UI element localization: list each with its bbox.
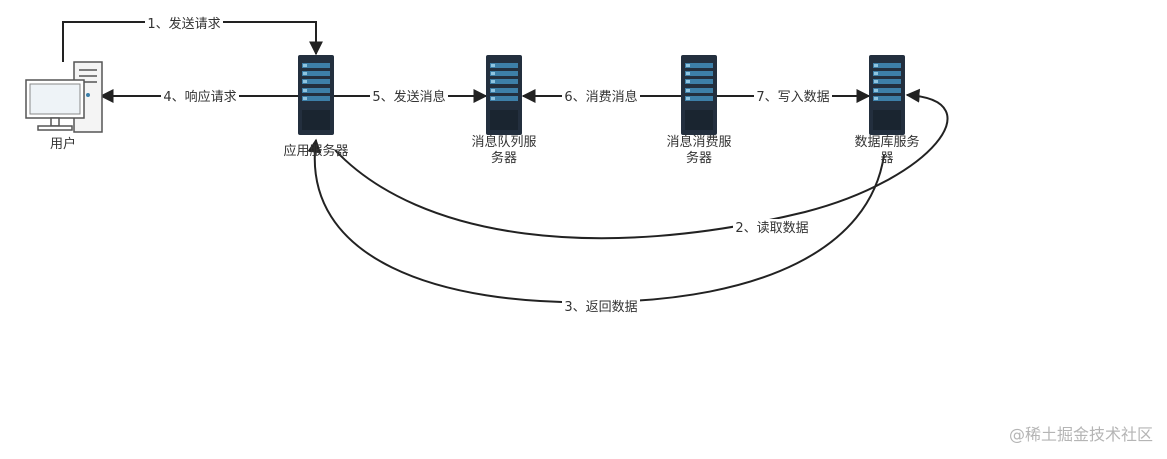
node-db-server: 数据库服务 器 [854,55,920,166]
svg-text:7、写入数据: 7、写入数据 [756,90,829,105]
node-mq-server: 消息队列服 务器 [471,55,537,166]
edge-label-4: 4、响应请求 [161,88,239,105]
node-consumer-server: 消息消费服 务器 [666,55,732,166]
edge-label-7: 7、写入数据 [754,88,832,105]
node-db-server-label-line1: 数据库服务 [854,134,919,150]
edge-label-6: 6、消费消息 [562,88,640,105]
server-icon [869,55,905,135]
node-db-server-label-line2: 器 [880,151,893,166]
edge-label-1: 1、发送请求 [145,15,223,32]
server-icon [486,55,522,135]
edge-2-read-data [334,88,949,240]
desktop-computer-icon [25,61,103,133]
svg-text:6、消费消息: 6、消费消息 [564,89,637,105]
server-icon [298,55,334,135]
svg-text:2、读取数据: 2、读取数据 [735,221,808,236]
server-icon [681,55,717,135]
node-user: 用户 [25,61,103,152]
node-consumer-server-label-line2: 务器 [686,150,712,166]
svg-text:3、返回数据: 3、返回数据 [564,300,637,315]
svg-text:4、响应请求: 4、响应请求 [163,89,236,105]
node-consumer-server-label-line1: 消息消费服 [666,134,731,150]
node-app-server-label: 应用服务器 [283,143,348,159]
node-user-label: 用户 [50,136,76,152]
svg-text:5、发送消息: 5、发送消息 [372,89,445,105]
edge-label-3: 3、返回数据 [562,298,640,315]
node-app-server: 应用服务器 [283,55,349,159]
node-mq-server-label-line1: 消息队列服 [471,134,536,150]
edge-label-2: 2、读取数据 [733,219,811,236]
watermark: @稀土掘金技术社区 [1008,425,1153,444]
node-mq-server-label-line2: 务器 [491,150,517,166]
edge-label-5: 5、发送消息 [370,88,448,105]
svg-text:1、发送请求: 1、发送请求 [147,16,220,32]
